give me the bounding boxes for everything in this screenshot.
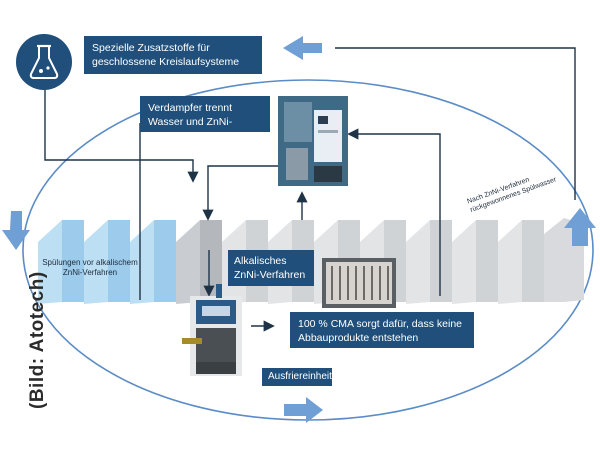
cycle-arrow-bottom	[284, 397, 323, 423]
flask-icon	[16, 34, 72, 90]
flow-line	[335, 47, 576, 200]
image-credit: (Bild: Atotech)	[27, 271, 48, 409]
freeze-unit-box: Ausfriereinheit	[262, 368, 332, 386]
rinse-tank	[452, 220, 498, 304]
process-box: Alkalisches ZnNi-Verfahren	[228, 250, 314, 286]
evaporator-photo	[278, 96, 348, 186]
rinse-tank	[130, 220, 176, 304]
process-tank	[176, 220, 222, 304]
cycle-arrow-right	[564, 208, 596, 246]
additives-box: Spezielle Zusatzstoffe für geschlossene …	[84, 36, 262, 74]
rinse-tank	[84, 220, 130, 304]
cycle-arrow-left	[2, 211, 30, 250]
freeze-unit-photo	[182, 284, 242, 376]
cma-photo	[322, 258, 396, 308]
evaporator-box: Verdampfer trennt Wasser und ZnNi-Lösung	[140, 96, 270, 142]
rinse-tank	[498, 220, 544, 304]
rinse-before-label: Spülungen vor alkalischem ZnNi-Verfahren	[42, 258, 138, 277]
flow-line	[347, 128, 441, 296]
rinse-tank	[38, 220, 84, 304]
process-tank	[406, 220, 452, 304]
cma-box: 100 % CMA sorgt dafür, dass keine Abbaup…	[290, 312, 474, 348]
flow-line	[44, 90, 199, 183]
cycle-arrow-top	[283, 36, 322, 60]
flow-line	[202, 165, 278, 221]
